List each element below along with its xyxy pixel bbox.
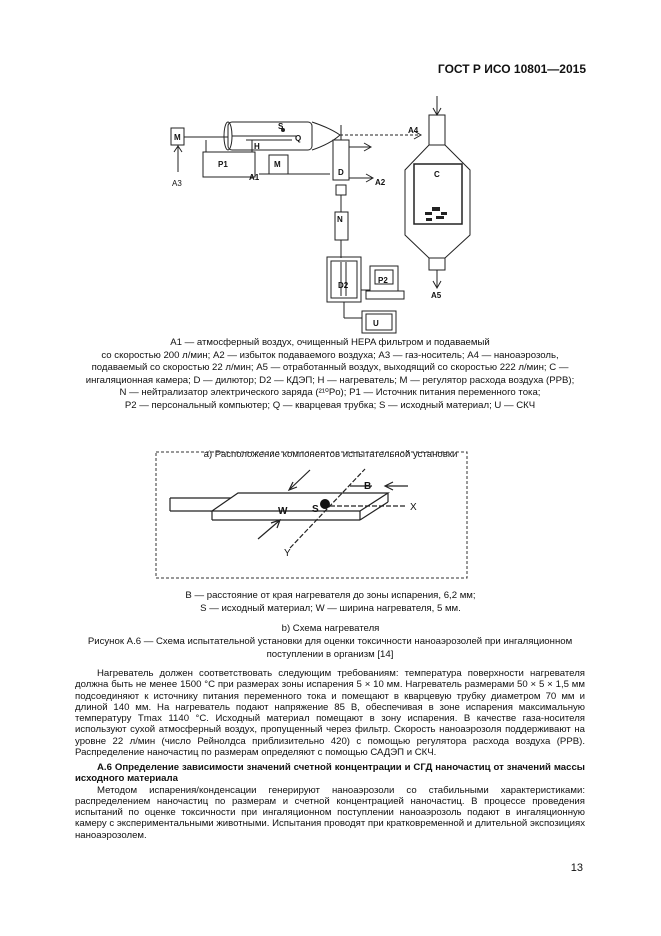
section-heading: А.6 Определение зависимости значений сче… [75, 762, 585, 785]
label-b: B [364, 481, 371, 492]
figure-b-legend: B — расстояние от края нагревателя до зо… [185, 590, 476, 614]
label-m: M [174, 133, 181, 142]
label-x: X [410, 502, 417, 513]
section-a6: А.6 Определение зависимости значений сче… [75, 762, 585, 841]
label-s: S [278, 122, 284, 131]
figure-b-caption: b) Схема нагревателя [281, 623, 380, 634]
page-number: 13 [570, 862, 583, 874]
body-paragraph-1: Нагреватель должен соответствовать следу… [75, 668, 585, 759]
label-a2: A2 [375, 178, 386, 187]
setup-diagram: M P1 H S Q A3 M A1 D A2 N A4 C D2 P2 U A… [170, 96, 471, 334]
figure-a-legend: A1 — атмосферный воздух, очищенный HEPA … [85, 337, 575, 411]
label-p2: P2 [378, 276, 388, 285]
label-h: H [254, 142, 260, 151]
kdep-d2 [326, 256, 362, 303]
label-d2: D2 [338, 281, 349, 290]
label-p1: P1 [218, 160, 228, 169]
label-m2: M [274, 160, 281, 169]
figure-a-caption: а) Расположение компонентов испытательно… [203, 449, 458, 460]
label-a3: A3 [172, 179, 182, 188]
label-y: Y [284, 548, 291, 559]
label-c: C [434, 170, 440, 179]
label-n: N [337, 215, 343, 224]
quartz-tube-q [227, 121, 313, 151]
figure-title: Рисунок А.6 — Схема испытательной устано… [87, 636, 573, 660]
label-a5: A5 [431, 291, 442, 300]
document-header: ГОСТ Р ИСО 10801—2015 [437, 62, 586, 76]
heater-diagram: B S W X Y [155, 451, 468, 579]
label-q: Q [295, 134, 301, 143]
body-paragraph-2: Методом испарения/конденсации генерируют… [75, 784, 585, 841]
label-w: W [278, 506, 288, 517]
label-s-b: S [312, 504, 319, 515]
label-a1: A1 [249, 173, 260, 182]
label-u: U [373, 319, 379, 328]
label-a4: A4 [408, 126, 419, 135]
label-d: D [338, 168, 344, 177]
